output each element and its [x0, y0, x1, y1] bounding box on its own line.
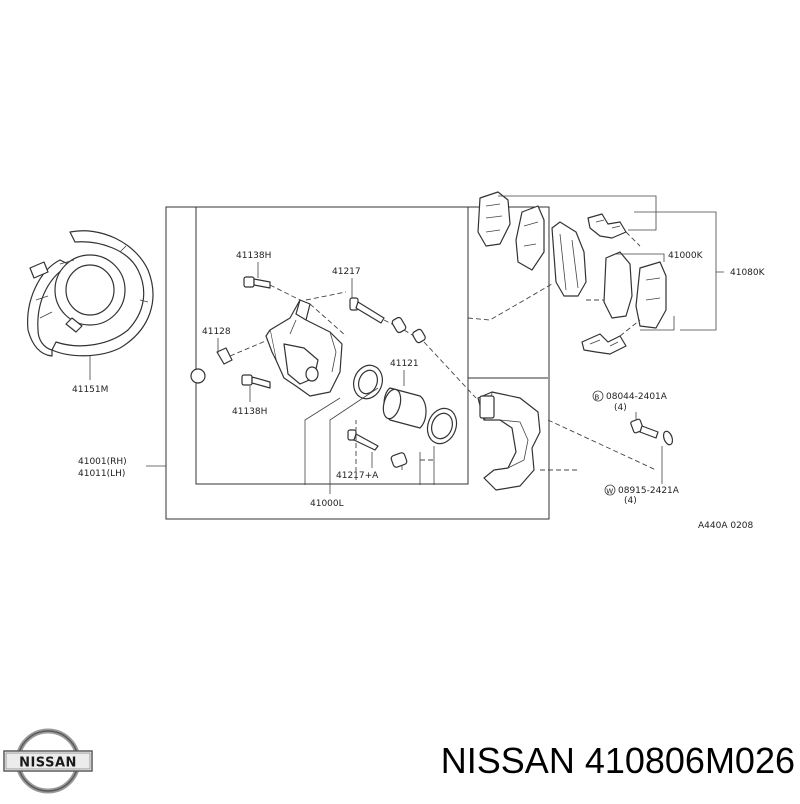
- bolt-upper-dashline: [269, 284, 301, 301]
- caliper-assembly-rh-label: 41001(RH): [78, 457, 127, 467]
- bracket-to-bolt-dashline: [540, 419, 657, 471]
- washer-part-label: 08915-2421A: [618, 486, 680, 496]
- pin-lower-part: [347, 429, 408, 468]
- bolt-upper-label: 41138H: [236, 251, 271, 261]
- bleeder-label: 41128: [202, 327, 231, 337]
- bleeder-part: [190, 347, 233, 384]
- pin-lower-label: 41217+A: [336, 471, 379, 481]
- drawing-code-label: A440A 0208: [698, 521, 754, 531]
- washer-qty-label: (4): [624, 496, 637, 506]
- seal-dashline: [403, 329, 477, 399]
- lower-dashline: [355, 420, 434, 480]
- nissan-logo-text: NISSAN: [19, 756, 77, 771]
- pad-shims-part: [477, 191, 545, 271]
- pad-set-label: 41080K: [730, 268, 766, 278]
- washer-marker-circle: [604, 484, 616, 496]
- nissan-logo-graphic: NISSAN: [3, 728, 93, 794]
- piston-label: 41121: [390, 359, 419, 369]
- clip-lower-part: [581, 333, 627, 355]
- caliper-assembly-lh-label: 41011(LH): [78, 469, 125, 479]
- bolt-part-label: 08044-2401A: [606, 392, 668, 402]
- backing-plate-label: 41151M: [72, 385, 108, 395]
- pad-outer-part: [603, 251, 667, 329]
- inner-caliper-frame: [195, 206, 469, 485]
- bolt-marker-circle: [592, 390, 604, 402]
- bolt-lower-label: 41138H: [232, 407, 267, 417]
- bleeder-dashline: [229, 339, 269, 357]
- caliper-body-leader-b: [329, 387, 379, 494]
- bolt-upper-part: [243, 276, 271, 289]
- pin-upper-label: 41217: [332, 267, 361, 277]
- pin-lower-leader: [371, 452, 403, 470]
- pad-set-bracket: [634, 211, 724, 331]
- backing-plate-part: [27, 230, 154, 357]
- caliper-body-label: 41000L: [310, 499, 344, 509]
- pad-dashline: [467, 231, 641, 337]
- caliper-body-part: [265, 299, 343, 397]
- pad-kit-bracket: [498, 195, 675, 331]
- piston-part: [353, 364, 458, 445]
- caliper-to-pads-dashline: [305, 291, 347, 337]
- nissan-logo: NISSAN: [0, 725, 96, 797]
- caliper-body-leader-a: [304, 397, 341, 485]
- support-bracket-part: [477, 391, 541, 491]
- part-number-title: NISSAN 410806M026: [440, 740, 795, 781]
- pin-upper-part: [349, 297, 385, 324]
- pad-kit-label: 41000K: [668, 251, 704, 261]
- bolt-marker: B: [595, 394, 600, 402]
- bolt-qty-label: (4): [614, 403, 627, 413]
- pad-inner-part: [551, 221, 587, 297]
- mount-bolt-part: [630, 418, 674, 446]
- seal-upper-part: [391, 316, 426, 344]
- clip-upper-part: [587, 213, 627, 239]
- washer-marker: W: [606, 488, 613, 496]
- bolt-lower-part: [241, 374, 271, 389]
